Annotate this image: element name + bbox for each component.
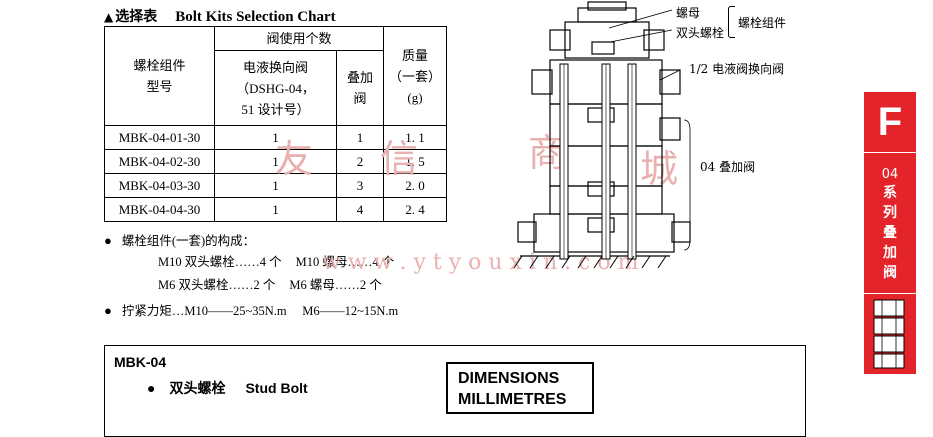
watermark-url: w w w . y t y o u x i n . c o m	[322, 250, 639, 275]
composition-title: ●螺栓组件(一套)的构成：	[104, 233, 256, 248]
header-model: 螺栓组件 型号	[104, 26, 215, 126]
kit-brace-icon	[728, 6, 735, 38]
label-valve: 1/2 电液阀换向阀	[689, 62, 785, 76]
header-valve: 电液换向阀 （DSHG-04， 51 设计号）	[214, 50, 337, 126]
table-row: MBK-04-02-30 1 2 1. 5	[104, 149, 447, 174]
side-tab-footer	[864, 294, 916, 374]
table-row: MBK-04-01-30 1 1 1. 1	[104, 125, 447, 150]
title-en: Bolt Kits Selection Chart	[175, 9, 336, 25]
bolt-kit-table: 螺栓组件 型号 阀使用个数 质量 （一套） (g) 电液换向阀 （DSHG-04…	[104, 25, 447, 222]
section-title: ▲选择表 Bolt Kits Selection Chart	[104, 6, 336, 26]
torque-note: ●拧紧力矩…M10——25~35N.m M6——12~15N.m	[104, 303, 399, 318]
valve-symbol-icon	[873, 299, 905, 369]
section-model: MBK-04	[114, 354, 167, 370]
watermark-char: 城	[640, 147, 679, 191]
valve-assembly-diagram	[513, 1, 691, 269]
header-stack: 叠加 阀	[336, 50, 384, 126]
label-stack: 04 叠加阀	[700, 160, 756, 174]
label-nut: 螺母	[676, 6, 701, 20]
title-cn: 选择表	[115, 9, 158, 25]
watermark-char: 友	[275, 137, 314, 181]
header-mass: 质量 （一套） (g)	[383, 26, 447, 126]
triangle-marker-icon: ▲	[104, 10, 114, 24]
table-row: MBK-04-03-30 1 3 2. 0	[104, 173, 447, 198]
table-row: MBK-04-04-30 1 4 2. 4	[104, 197, 447, 222]
label-kit: 螺栓组件	[738, 16, 787, 30]
side-tab-letter: F	[864, 92, 916, 152]
header-group: 阀使用个数	[214, 25, 384, 52]
dimensions-box: DIMENSIONS MILLIMETRES	[446, 362, 594, 414]
watermark-char: 信	[380, 137, 419, 181]
side-tab-body: 04 系 列 叠 加 阀	[864, 153, 916, 293]
label-stud: 双头螺栓	[676, 26, 725, 40]
